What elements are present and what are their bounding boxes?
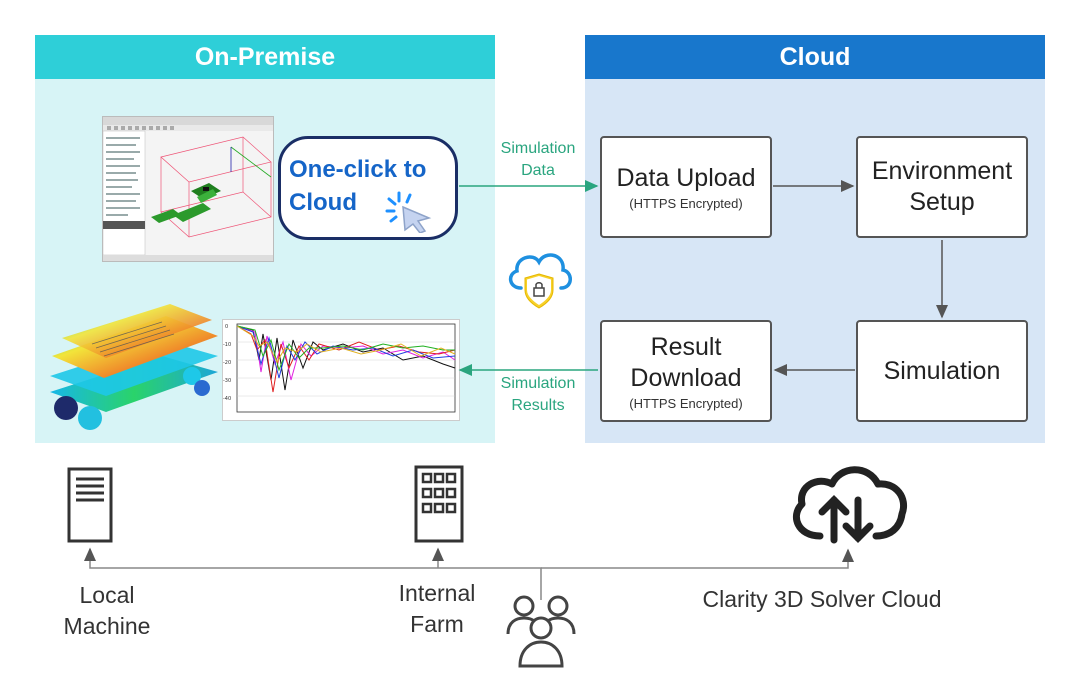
result-download-line1: Result <box>650 332 722 361</box>
result-download-step: Result Download (HTTPS Encrypted) <box>600 320 772 422</box>
simulation-result-plot-thumbnail: 0 -10 -20 -30 -40 <box>222 319 460 421</box>
thermal-model-image <box>42 296 220 437</box>
simulation-data-label: Simulation Data <box>500 140 576 179</box>
cad-screenshot-thumbnail <box>102 116 274 262</box>
result-download-line2: Download <box>630 363 742 392</box>
clarity-3d-solver-cloud-label: Clarity 3D Solver Cloud <box>702 586 942 612</box>
simulation-results-label: Simulation Results <box>500 375 576 414</box>
environment-setup-line1: Environment <box>871 157 1013 185</box>
data-upload-encryption-note: (HTTPS Encrypted) <box>629 196 743 211</box>
one-click-line2: Cloud <box>289 189 357 216</box>
secure-cloud-shield-icon <box>503 244 577 315</box>
svg-text:-10: -10 <box>223 342 231 348</box>
connector-cloud-solver <box>541 548 854 569</box>
environment-setup-step: Environment Setup <box>856 136 1028 238</box>
svg-text:-40: -40 <box>223 396 231 402</box>
connector-local-machine <box>84 547 542 600</box>
svg-text:-30: -30 <box>223 378 231 384</box>
cloud-title: Cloud <box>585 35 1045 79</box>
data-upload-step: Data Upload (HTTPS Encrypted) <box>600 136 772 238</box>
on-premise-title: On-Premise <box>35 35 495 79</box>
users-group-icon <box>504 592 578 673</box>
one-click-line1: One-click to <box>289 156 427 183</box>
server-tower-icon <box>67 467 113 548</box>
internal-farm-label: Internal Farm <box>398 580 476 637</box>
result-download-encryption-note: (HTTPS Encrypted) <box>629 395 743 411</box>
building-icon <box>414 465 464 548</box>
svg-text:-20: -20 <box>223 360 231 366</box>
simulation-step: Simulation <box>856 320 1028 422</box>
cloud-upload-download-icon <box>784 458 912 553</box>
environment-setup-line2: Setup <box>909 188 975 216</box>
svg-text:0: 0 <box>225 324 228 330</box>
simulation-label: Simulation <box>883 356 1001 385</box>
local-machine-label: Local Machine <box>63 582 151 639</box>
one-click-to-cloud-button[interactable]: One-click to Cloud <box>278 136 458 240</box>
cursor-click-icon <box>385 187 437 238</box>
data-upload-label: Data Upload <box>616 164 756 192</box>
